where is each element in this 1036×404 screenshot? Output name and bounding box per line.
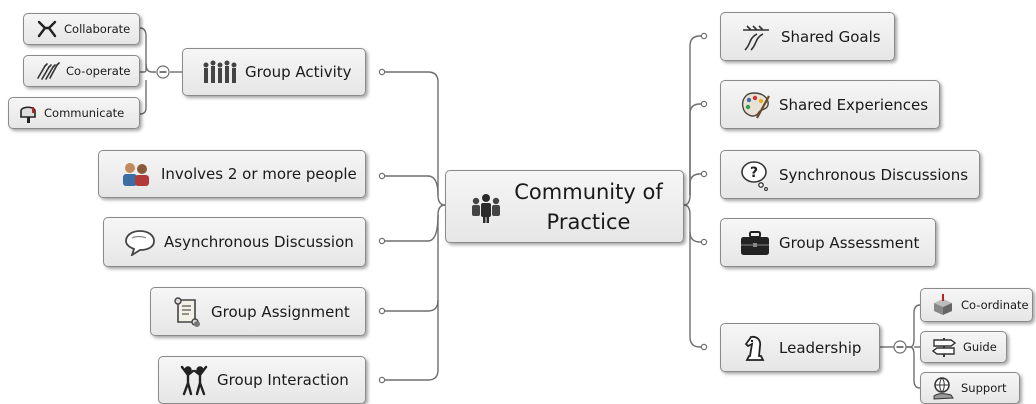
topic-label: Synchronous Discussions xyxy=(779,165,969,184)
subtopic-label: Communicate xyxy=(44,106,125,120)
palette-icon xyxy=(739,90,771,120)
topic-shared-experiences[interactable]: Shared Experiences xyxy=(720,80,940,129)
topic-asynchronous-discussion[interactable]: Asynchronous Discussion xyxy=(103,217,366,267)
topic-shared-goals[interactable]: Shared Goals xyxy=(720,12,895,61)
subtopic-communicate[interactable]: Communicate xyxy=(8,97,140,129)
subtopic-label: Co-ordinate xyxy=(961,298,1029,312)
subtopic-collaborate[interactable]: Collaborate xyxy=(23,13,140,45)
topic-group-assessment[interactable]: Group Assessment xyxy=(720,218,936,267)
briefcase-icon xyxy=(739,229,771,257)
topic-leadership[interactable]: Leadership xyxy=(720,323,880,372)
central-topic-title: Community of Practice xyxy=(514,179,663,234)
question-bubble-icon: ? xyxy=(739,159,771,191)
subtopic-label: Guide xyxy=(963,340,997,354)
collapse-toggle-group-activity[interactable] xyxy=(156,65,170,79)
topic-group-assignment[interactable]: Group Assignment xyxy=(150,287,366,336)
signpost-icon xyxy=(931,336,957,358)
topic-label: Group Interaction xyxy=(217,371,349,389)
co-operate-icon xyxy=(36,61,60,81)
topic-label: Leadership xyxy=(779,338,862,357)
topic-label: Shared Goals xyxy=(781,27,881,46)
svg-text:?: ? xyxy=(750,165,758,181)
subtopic-label: Collaborate xyxy=(64,22,131,36)
speech-bubble-icon xyxy=(124,228,156,256)
topic-label: Group Assignment xyxy=(211,302,350,321)
people-group-icon xyxy=(468,189,504,225)
subtopic-guide[interactable]: Guide xyxy=(920,331,1007,363)
scroll-icon xyxy=(171,296,203,328)
topic-synchronous-discussions[interactable]: ? Synchronous Discussions xyxy=(720,150,980,199)
topic-label: Group Assessment xyxy=(779,233,920,252)
subtopic-label: Support xyxy=(961,381,1007,395)
road-goal-icon xyxy=(739,22,773,52)
topic-label: Involves 2 or more people xyxy=(161,165,357,183)
dancing-figures-icon xyxy=(179,363,209,397)
collaborate-icon xyxy=(36,19,58,39)
mailbox-icon xyxy=(17,102,39,124)
topic-label: Group Activity xyxy=(245,63,352,81)
collapse-toggle-leadership[interactable] xyxy=(893,340,907,354)
topic-group-activity[interactable]: Group Activity xyxy=(182,48,366,96)
subtopic-support[interactable]: Support xyxy=(920,372,1020,404)
chess-knight-icon xyxy=(739,332,771,364)
topic-involves-people[interactable]: Involves 2 or more people xyxy=(98,150,366,198)
subtopic-label: Co-operate xyxy=(66,64,131,78)
people-pair-icon xyxy=(119,160,153,188)
topic-label: Asynchronous Discussion xyxy=(164,233,354,251)
central-topic[interactable]: Community of Practice xyxy=(445,170,684,243)
crowd-icon xyxy=(201,57,237,87)
hand-globe-icon xyxy=(931,376,955,400)
subtopic-co-operate[interactable]: Co-operate xyxy=(23,55,140,87)
topic-group-interaction[interactable]: Group Interaction xyxy=(158,356,366,404)
cube-icon xyxy=(931,293,955,317)
topic-label: Shared Experiences xyxy=(779,95,929,114)
subtopic-co-ordinate[interactable]: Co-ordinate xyxy=(920,288,1033,322)
